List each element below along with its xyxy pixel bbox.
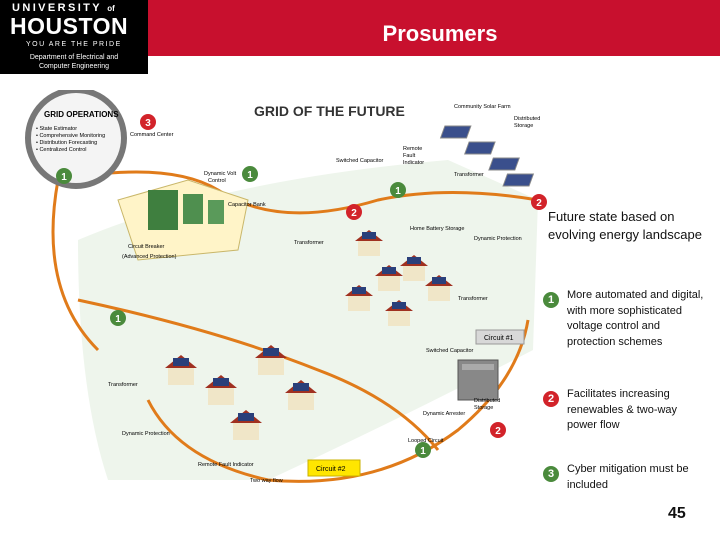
svg-text:3: 3 (145, 118, 151, 129)
logo-tagline: YOU ARE THE PRIDE (26, 41, 122, 48)
solar-farm (439, 125, 535, 187)
grid-of-the-future-diagram: GRID OPERATIONS • State Estimator • Comp… (25, 90, 547, 484)
label-transformer: Transformer (454, 172, 484, 178)
diagram-badge: 2 (531, 194, 547, 210)
grid-ops-item: • Distribution Forecasting (36, 140, 97, 146)
label-dynamic-protection-2: Dynamic Protection (122, 431, 170, 437)
label-command-center: Command Center (130, 132, 174, 138)
power-line-mid (77, 298, 440, 451)
logo-houston: HOUSTON (10, 13, 129, 39)
svg-text:2: 2 (495, 426, 501, 437)
legend-badge: 1 (543, 292, 559, 308)
house-group-upper (345, 230, 453, 326)
label-switched-capacitor-2: Switched Capacitor (426, 348, 474, 354)
legend-badge: 3 (543, 466, 559, 482)
label-dynamic-volt: Dynamic Volt (204, 171, 237, 177)
label-two-way-flow: Two way flow (250, 478, 283, 484)
label-transformer: Transformer (294, 240, 324, 246)
svg-text:2: 2 (351, 208, 357, 219)
grid-ops-item: • Centralized Control (36, 147, 87, 153)
label-distributed-storage: Storage (514, 123, 533, 129)
department-line-1: Department of Electrical and (29, 54, 119, 61)
label-community-solar: Community Solar Farm (454, 104, 511, 110)
university-logo: UNIVERSITY of HOUSTON YOU ARE THE PRIDE … (0, 0, 148, 74)
substation (117, 179, 249, 261)
power-line-bottom (146, 319, 530, 483)
label-distributed-storage: Storage (474, 405, 493, 411)
diagram-badge: 2 (490, 422, 506, 438)
label-adv-protection: (Advanced Protection) (122, 254, 177, 260)
legend-item-text: Facilitates increasing renewables & two-… (567, 388, 678, 431)
label-control: Control (208, 178, 226, 184)
label-looped-circuit: Looped Circuit (408, 438, 444, 444)
grid-ops-item: • State Estimator (36, 126, 77, 132)
power-line-top (57, 170, 539, 215)
legend-intro: Future state based on evolving energy la… (548, 209, 702, 242)
logo-university: UNIVERSITY of (12, 2, 115, 14)
diagram-badge: 1 (415, 442, 431, 458)
label-capacitor-bank: Capacitor Bank (228, 202, 266, 208)
label-dynamic-protection: Dynamic Protection (474, 236, 522, 242)
legend-item-text: More automated and digital, with more so… (567, 289, 704, 348)
legend-item-text: Cyber mitigation must be included (567, 463, 689, 491)
department-line-2: Computer Engineering (38, 63, 110, 70)
svg-text:1: 1 (420, 446, 426, 457)
svg-text:2: 2 (536, 198, 542, 209)
label-circuit-2: Circuit #2 (316, 466, 346, 473)
grid-ops-item: • Comprehensive Monitoring (36, 133, 105, 139)
label-remote-fault: Remote (403, 146, 422, 152)
label-transformer: Transformer (108, 382, 138, 388)
diagram-badge: 1 (110, 310, 126, 326)
diagram-badge: 1 (242, 166, 258, 182)
power-line-left (51, 179, 100, 352)
diagram-title: GRID OF THE FUTURE (254, 103, 405, 119)
label-remote-fault-bottom: Remote Fault Indicator (198, 462, 254, 468)
diagram-badge: 1 (390, 182, 406, 198)
label-home-battery: Home Battery Storage (410, 226, 464, 232)
page-number: 45 (668, 505, 686, 522)
diagram-badge: 3 (140, 114, 156, 130)
label-transformer: Transformer (458, 296, 488, 302)
svg-text:1: 1 (61, 172, 67, 183)
grid-ops-heading: GRID OPERATIONS (44, 110, 119, 119)
label-dynamic-arrester: Dynamic Arrester (423, 411, 465, 417)
label-distributed-storage: Distributed (474, 398, 500, 404)
svg-text:1: 1 (247, 170, 253, 181)
svg-text:1: 1 (115, 314, 121, 325)
label-remote-fault: Fault (403, 153, 416, 159)
label-circuit-breaker: Circuit Breaker (128, 244, 165, 250)
label-remote-fault: Indicator (403, 160, 424, 166)
svg-text:1: 1 (395, 186, 401, 197)
legend-badge: 2 (543, 391, 559, 407)
label-switched-capacitor: Switched Capacitor (336, 158, 384, 164)
label-circuit-1: Circuit #1 (484, 335, 514, 342)
slide-title: Prosumers (382, 21, 498, 46)
diagram-badge: 2 (346, 204, 362, 220)
house-group-lower (165, 345, 317, 440)
distributed-storage-lower (457, 359, 499, 401)
label-distributed-storage: Distributed (514, 116, 540, 122)
diagram-badge: 1 (56, 168, 72, 184)
